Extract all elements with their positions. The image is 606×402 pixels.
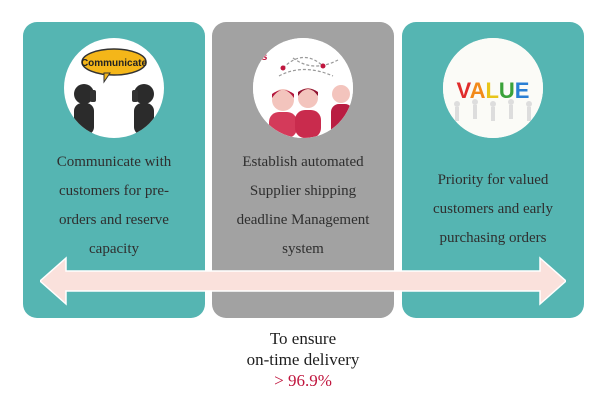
value-letter: A xyxy=(470,78,486,103)
double-arrow xyxy=(40,256,566,306)
text-line: Establish automated xyxy=(242,154,364,170)
footer-caption: To ensure on-time delivery > 96.9% xyxy=(0,328,606,391)
text-line: Supplier shipping xyxy=(249,183,357,199)
value-letter: E xyxy=(515,78,530,103)
text-line: orders and reserve xyxy=(59,212,169,228)
text-line: Priority for valued xyxy=(437,172,549,188)
supplier-network-icon: rs xyxy=(253,38,353,138)
text-line: purchasing orders xyxy=(439,230,547,246)
text-line: capacity xyxy=(89,241,139,257)
text-line: customers for pre- xyxy=(59,183,169,199)
value-letters-icon: VALUE xyxy=(443,38,543,138)
footer-line-1: To ensure xyxy=(269,329,337,348)
panel-supplier: rs Establish automated Supplier shipping… xyxy=(212,22,394,318)
panel-value-text: Priority for valued customers and early … xyxy=(410,166,576,253)
value-letter: V xyxy=(457,78,472,103)
panel-value: VALUE Priority for valued customers and … xyxy=(402,22,584,318)
communicate-people-icon: Communicate xyxy=(64,38,164,138)
value-letter: U xyxy=(499,78,515,103)
double-arrow-shape xyxy=(40,256,566,306)
panel-supplier-text: Establish automated Supplier shipping de… xyxy=(220,148,386,264)
text-line: Communicate with xyxy=(56,154,172,170)
text-line: system xyxy=(282,241,324,257)
footer-line-2: on-time delivery xyxy=(246,350,360,369)
value-word: VALUE xyxy=(457,78,530,103)
communicate-bubble-label: Communicate xyxy=(81,58,148,69)
value-letter: L xyxy=(485,78,498,103)
footer-percentage: > 96.9% xyxy=(274,371,332,390)
text-line: customers and early xyxy=(433,201,553,217)
panel-communicate-text: Communicate with customers for pre- orde… xyxy=(31,148,197,264)
text-line: deadline Management xyxy=(236,212,370,228)
supplier-image-label: rs xyxy=(257,51,267,63)
